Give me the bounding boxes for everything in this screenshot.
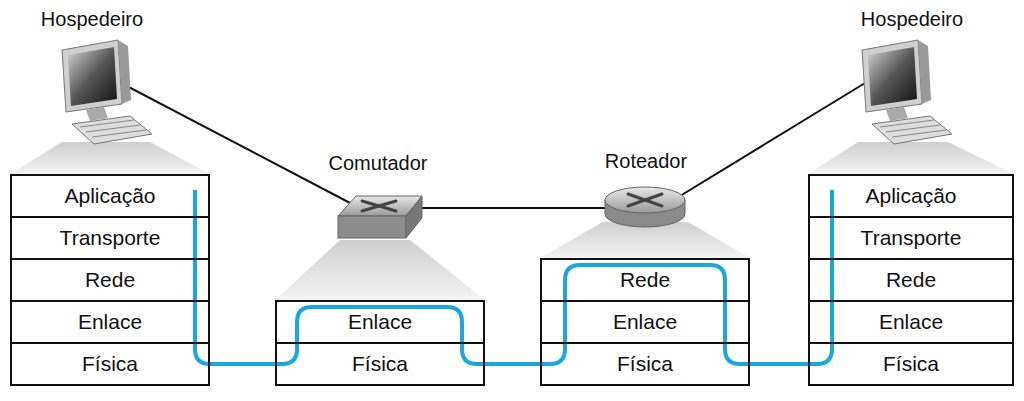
device-label: Comutador: [329, 152, 428, 175]
layer-box: Aplicação: [10, 174, 210, 218]
switch-icon: [338, 196, 422, 238]
layer-name: Enlace: [613, 310, 677, 334]
data-path-link: [750, 362, 808, 366]
device-label: Hospedeiro: [861, 8, 963, 31]
layer-box: Enlace: [808, 300, 1014, 344]
layer-box: Transporte: [10, 216, 210, 260]
layer-name: Transporte: [60, 226, 161, 250]
layer-name: Transporte: [861, 226, 962, 250]
data-path-link: [210, 362, 275, 366]
layer-name: Enlace: [348, 310, 412, 334]
layer-box: Transporte: [808, 216, 1014, 260]
device-label: Hospedeiro: [41, 8, 143, 31]
layer-name: Física: [82, 352, 138, 376]
host-icon: [62, 40, 152, 144]
layer-box: Rede: [808, 258, 1014, 302]
layer-name: Enlace: [879, 310, 943, 334]
layer-box: Rede: [10, 258, 210, 302]
link-wires: [100, 72, 870, 208]
data-path: [195, 190, 832, 364]
layer-name: Física: [617, 352, 673, 376]
layer-box: Física: [540, 342, 750, 386]
layer-box: Física: [808, 342, 1014, 386]
layer-name: Física: [352, 352, 408, 376]
shade: [10, 142, 210, 174]
layer-name: Rede: [620, 268, 670, 292]
layer-box: Enlace: [10, 300, 210, 344]
shade: [275, 240, 485, 300]
device-label: Roteador: [605, 150, 687, 173]
layer-box: Rede: [540, 258, 750, 302]
layer-name: Rede: [886, 268, 936, 292]
layer-box: Física: [10, 342, 210, 386]
layer-name: Rede: [85, 268, 135, 292]
layer-box: Enlace: [275, 300, 485, 344]
layer-name: Enlace: [78, 310, 142, 334]
data-path-link: [485, 362, 540, 366]
layer-box: Física: [275, 342, 485, 386]
router-icon: [605, 187, 685, 227]
host-icon: [862, 40, 952, 144]
layer-box: Enlace: [540, 300, 750, 344]
layer-name: Aplicação: [865, 184, 956, 208]
shade: [808, 142, 1014, 174]
layer-box: Aplicação: [808, 174, 1014, 218]
layer-name: Aplicação: [64, 184, 155, 208]
layer-name: Física: [883, 352, 939, 376]
